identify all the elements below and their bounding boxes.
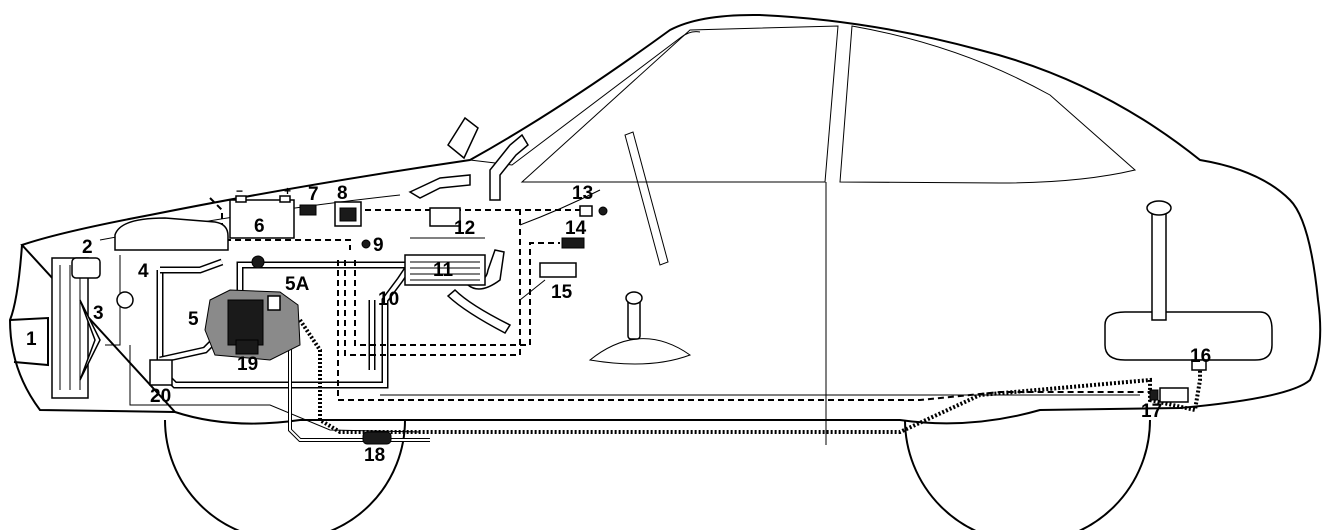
car-body-outline [8,13,1322,530]
component-16 [1191,359,1207,371]
callout-8: 8 [337,183,348,204]
callout-2: 2 [82,237,93,258]
callout-10: 10 [378,289,399,310]
callout-labels: 1 2 3 4 5 5A 6 7 8 9 10 11 12 13 14 15 1… [26,183,1211,466]
heater-core [227,299,264,346]
component-13-switch [579,205,593,217]
callout-5: 5 [188,309,199,330]
callout-14: 14 [565,218,587,239]
callout-16: 16 [1190,346,1211,367]
component-12-blower [429,207,461,227]
callout-1: 1 [26,329,37,350]
callout-17: 17 [1141,401,1162,422]
component-7-fuse [299,204,317,216]
callout-3: 3 [93,303,104,324]
callout-5a: 5A [285,274,310,295]
callout-15: 15 [551,282,573,303]
battery-positive-terminal: + [284,184,291,198]
component-15-control-panel [539,262,577,278]
component-14-timer [561,237,585,249]
callout-11: 11 [433,260,454,281]
component-9 [361,239,371,249]
component-6-battery [229,199,295,239]
component-4 [114,217,229,251]
cabin-controls [588,131,692,365]
component-20 [149,359,173,386]
callout-13: 13 [572,183,593,204]
expansion-tank [116,291,134,309]
component-2 [71,257,101,279]
callout-19: 19 [237,354,258,375]
fuel-tank [1104,200,1273,361]
air-flow-arrows [408,116,529,334]
component-18-muffler [362,431,392,445]
callout-18: 18 [364,445,385,466]
component-5a-valve [251,255,265,269]
component-19-pump [235,339,259,355]
electrical-wiring [209,197,1150,401]
callout-6: 6 [254,216,265,237]
callout-9: 9 [373,235,384,256]
battery-negative-terminal: − [236,184,243,198]
fuel-line [298,318,1202,434]
callout-4: 4 [138,261,149,282]
component-3-fan [79,299,101,381]
component-17-fuel-pump [1159,387,1189,403]
callout-12: 12 [454,218,475,239]
components [71,195,1207,445]
callout-20: 20 [150,386,171,407]
callout-7: 7 [308,184,319,205]
